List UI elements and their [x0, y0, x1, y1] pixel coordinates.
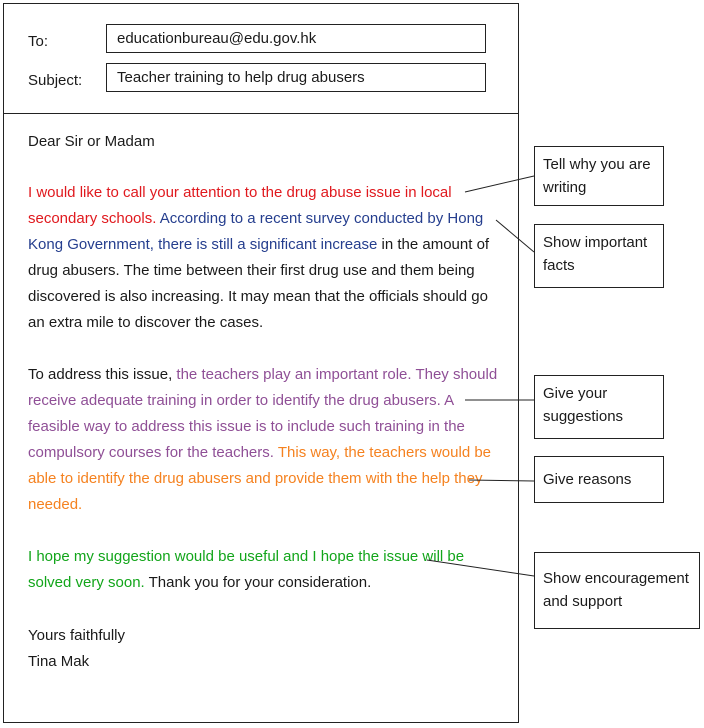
to-label: To:	[28, 33, 49, 50]
signature: Tina Mak	[28, 653, 90, 670]
paragraph-suggestions: To address this issue, the teachers play…	[28, 362, 498, 518]
p1-plain-text: in the amount of drug abusers. The time …	[28, 236, 490, 331]
header-divider	[4, 113, 518, 114]
annotation-facts: Show important facts	[534, 224, 664, 288]
paragraph-closing: I hope my suggestion would be useful and…	[28, 544, 498, 596]
subject-label: Subject:	[28, 72, 83, 89]
reasons-text: This way, the teachers would be able to …	[28, 444, 492, 513]
p3-plain-text: Thank you for your consideration.	[148, 574, 372, 591]
suggestions-text: the teachers play an important role. The…	[28, 366, 498, 461]
subject-field[interactable]: Teacher training to help drug abusers	[106, 63, 486, 92]
paragraph-purpose-facts: I would like to call your attention to t…	[28, 180, 498, 336]
encouragement-text: I hope my suggestion would be useful and…	[28, 548, 465, 591]
annotation-reasons: Give reasons	[534, 456, 664, 503]
to-field[interactable]: educationbureau@edu.gov.hk	[106, 24, 486, 53]
closing: Yours faithfully	[28, 627, 126, 644]
email-letter: To: educationbureau@edu.gov.hk Subject: …	[3, 3, 519, 723]
annotation-purpose: Tell why you are writing	[534, 146, 664, 206]
p2-plain-text: To address this issue,	[28, 366, 173, 383]
purpose-text: I would like to call your attention to t…	[28, 184, 452, 227]
annotation-suggestions: Give your suggestions	[534, 375, 664, 439]
facts-text: According to a recent survey conducted b…	[28, 210, 484, 253]
greeting: Dear Sir or Madam	[28, 133, 155, 150]
annotation-encouragement: Show encouragement and support	[534, 552, 700, 629]
